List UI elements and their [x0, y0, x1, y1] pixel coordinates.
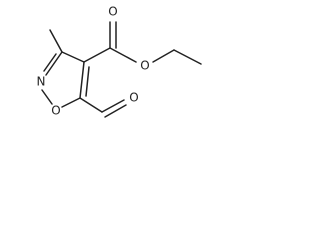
atom-label-ring-n: N: [37, 75, 46, 89]
bond-n2-o1: [41, 89, 53, 105]
bond-ch2-ch3: [173, 49, 202, 65]
bond-c3-n2-double: [45, 51, 63, 76]
bond-c4-ester-carbon: [83, 47, 111, 63]
atom-label-ester-o: O: [140, 59, 149, 73]
bond-c3-methyl: [49, 29, 63, 53]
atom-label-ring-o: O: [51, 104, 60, 118]
bond-c5-c4-double: [79, 61, 85, 99]
bond-c4-c3: [61, 51, 85, 63]
bond-aldehyde-carbonyl-double-inner: [104, 104, 127, 118]
bond-o1-c5: [61, 97, 81, 108]
bond-aldehyde-carbonyl-double: [101, 99, 125, 113]
atom-label-ester-carbonyl-o: O: [108, 5, 117, 19]
bond-ester-o-ch2: [152, 49, 175, 63]
bond-ester-carbon-oxygen: [109, 47, 137, 63]
bond-c5-aldehyde-carbon: [79, 97, 103, 113]
bond-c5-c4-double-inner: [85, 66, 90, 97]
atom-label-aldehyde-o: O: [129, 91, 138, 105]
bond-c3-n2-double-inner: [43, 53, 57, 72]
chemical-structure-diagram: N O O O O: [37, 5, 202, 118]
